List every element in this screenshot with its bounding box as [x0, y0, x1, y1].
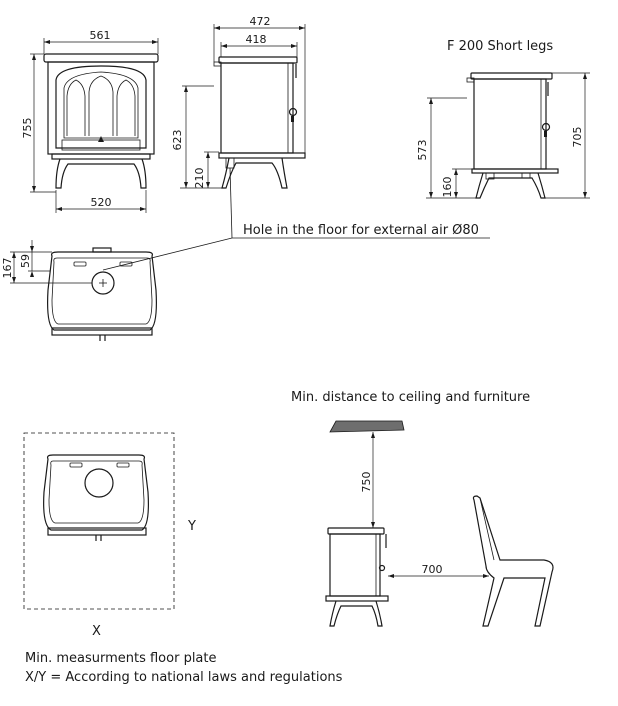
dim-top-offset-large: 167 — [1, 258, 14, 279]
side-view: 472 418 623 210 — [171, 15, 306, 239]
dim-short-leg-height: 160 — [441, 177, 454, 198]
hole-leader-line — [102, 237, 233, 271]
axis-y-label: Y — [187, 519, 196, 534]
dim-short-outlet-height: 573 — [416, 140, 429, 161]
dim-side-leg-height: 210 — [193, 168, 206, 189]
hole-note: Hole in the floor for external air Ø80 — [243, 223, 479, 238]
dim-short-total-height: 705 — [571, 127, 584, 148]
ceiling-slab — [329, 420, 405, 433]
xy-note: X/Y = According to national laws and reg… — [25, 670, 343, 685]
dim-ceiling-distance: 750 — [360, 472, 373, 493]
top-view: 167 59 — [1, 240, 157, 341]
dim-front-width: 561 — [90, 29, 111, 42]
dim-top-offset-small: 59 — [19, 254, 32, 268]
short-legs-title: F 200 Short legs — [447, 39, 553, 54]
axis-x-label: X — [92, 624, 101, 639]
dim-front-leg-span: 520 — [91, 196, 112, 209]
floor-plate-view: Y X — [23, 432, 196, 639]
chair — [472, 495, 554, 627]
ceiling-furniture-title: Min. distance to ceiling and furniture — [291, 390, 530, 405]
dim-side-depth-body: 418 — [246, 33, 267, 46]
ceiling-furniture-view: Min. distance to ceiling and furniture 7… — [291, 390, 554, 627]
front-view: 561 755 520 — [21, 29, 159, 213]
floor-plate-note: Min. measurments floor plate — [25, 651, 217, 666]
short-legs-view: F 200 Short legs 573 160 705 — [416, 39, 590, 199]
dim-side-depth-total: 472 — [250, 15, 271, 28]
dim-side-outlet-height: 623 — [171, 130, 184, 151]
dim-front-height: 755 — [21, 118, 34, 139]
dim-furniture-distance: 700 — [422, 563, 443, 576]
